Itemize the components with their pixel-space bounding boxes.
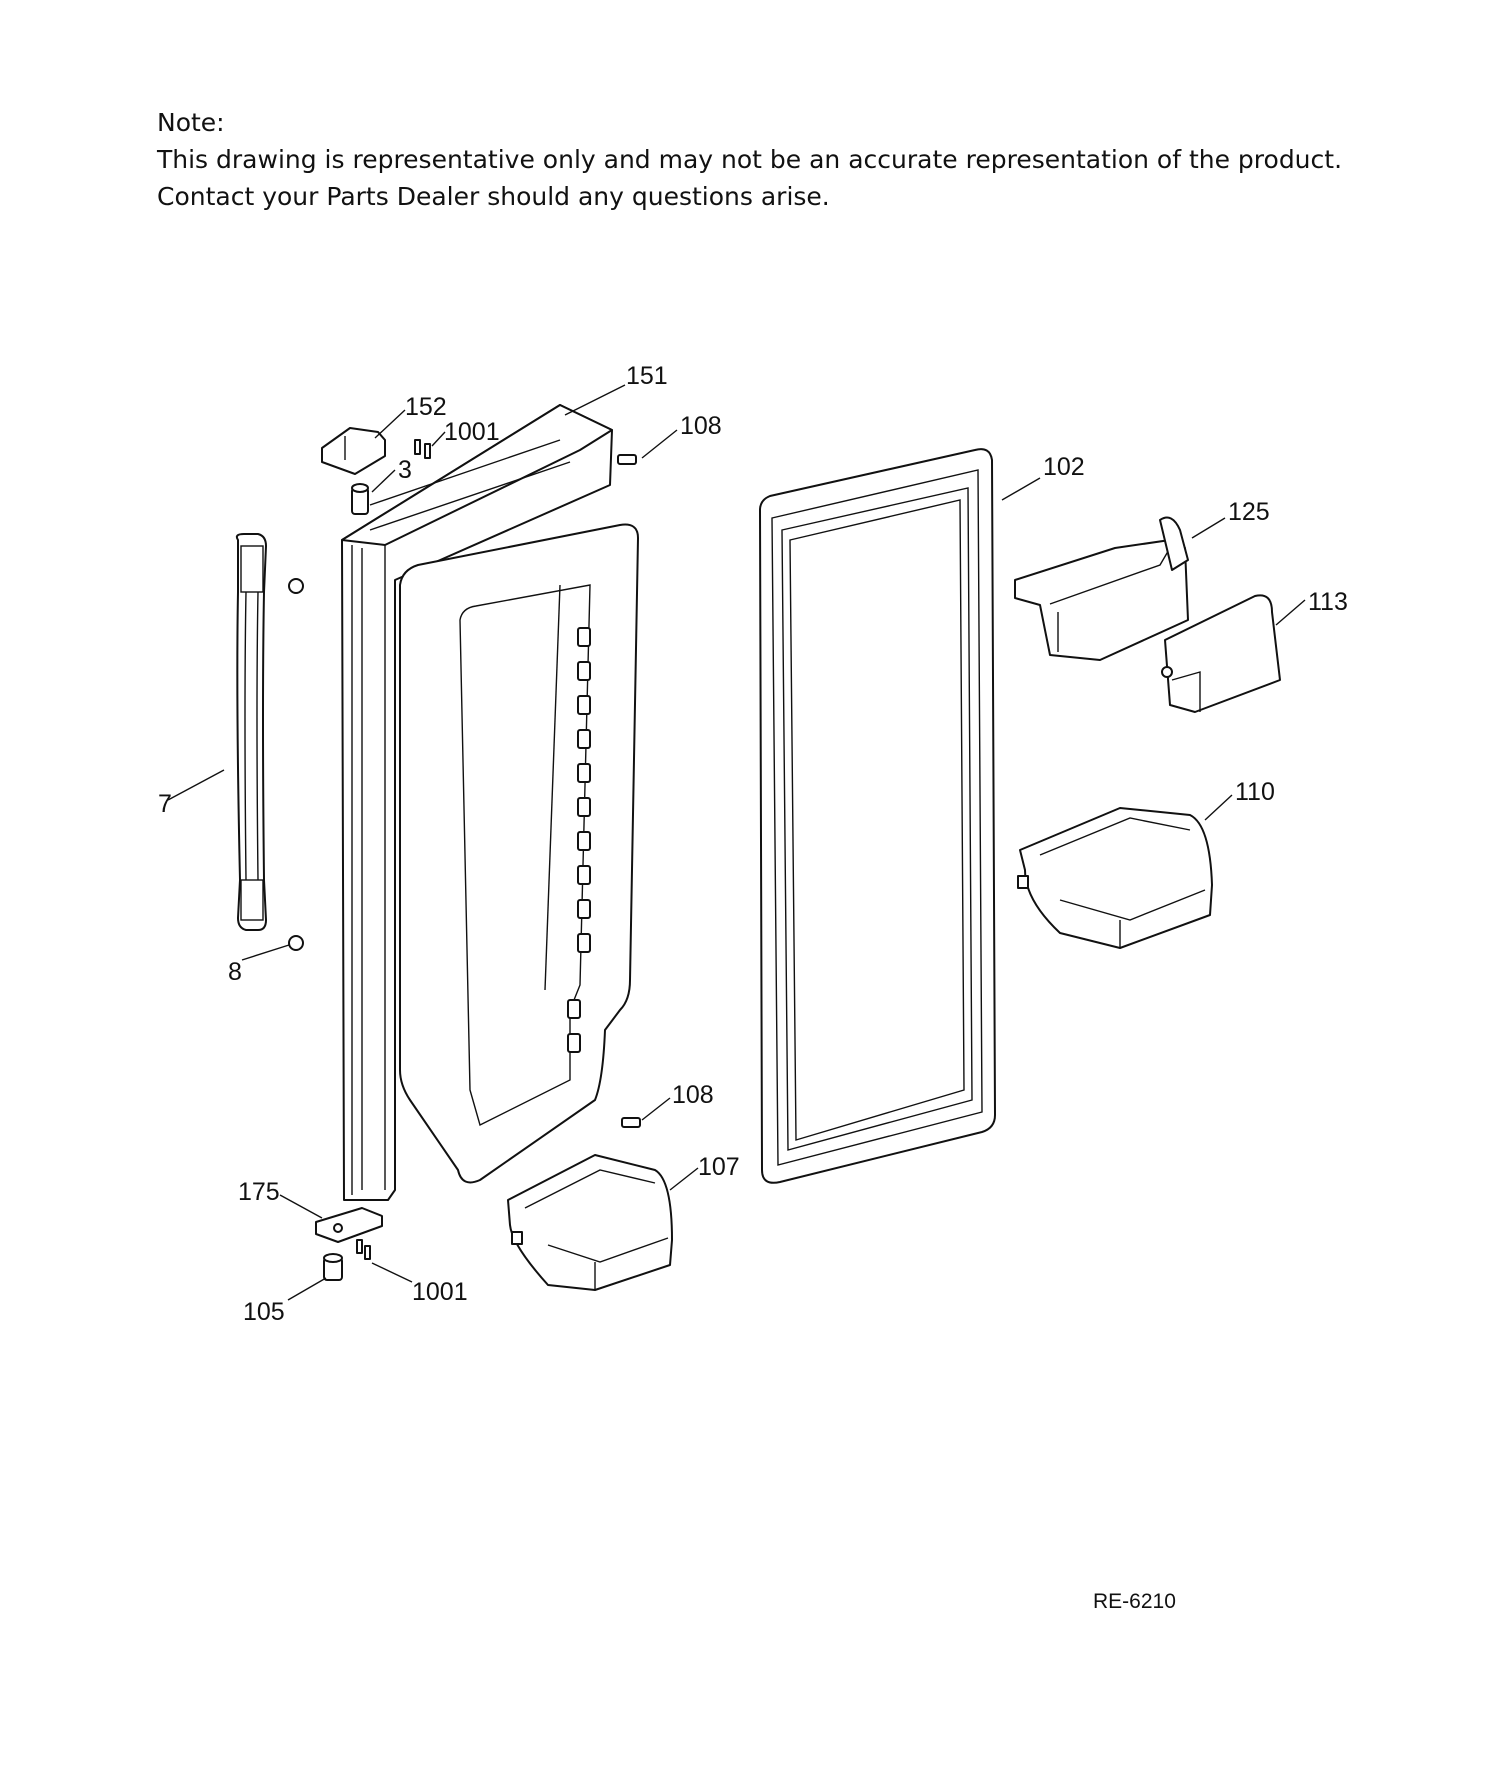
callout-125: 125 <box>1228 498 1270 526</box>
callout-110: 110 <box>1235 778 1275 806</box>
hinge-plate-part <box>315 1207 383 1243</box>
callout-105: 105 <box>243 1298 285 1326</box>
bottom-screw-part <box>356 1239 371 1260</box>
diagram-reference-code: RE-6210 <box>1093 1590 1176 1613</box>
callout-113: 113 <box>1308 588 1348 616</box>
note-line-1: This drawing is representative only and … <box>157 145 1343 174</box>
door-bin-107-part <box>507 1154 673 1291</box>
shelf-clip-rack <box>567 627 591 1053</box>
callout-107: 107 <box>698 1153 740 1181</box>
callout-1001-top: 1001 <box>444 418 500 446</box>
callout-152: 152 <box>405 393 447 421</box>
door-bin-110-part <box>1017 807 1213 949</box>
hinge-cover-part <box>321 427 386 475</box>
door-bin-125-part <box>1014 516 1189 661</box>
bin-cover-113-part <box>1161 594 1281 713</box>
callout-3: 3 <box>398 456 412 484</box>
callout-102: 102 <box>1043 453 1085 481</box>
hinge-pin-part <box>323 1253 343 1281</box>
screw-part <box>288 578 304 951</box>
callout-175: 175 <box>238 1178 280 1206</box>
callout-151: 151 <box>626 362 668 390</box>
callout-108-top: 108 <box>680 412 722 440</box>
door-handle-part <box>235 533 267 931</box>
bushing-part <box>351 483 369 515</box>
door-stop-bottom-part <box>621 1117 641 1128</box>
door-assembly-part <box>341 404 639 1201</box>
callout-7: 7 <box>158 790 172 818</box>
top-screw-part <box>414 439 431 459</box>
callout-108-bottom: 108 <box>672 1081 714 1109</box>
disclaimer-note: Note: This drawing is representative onl… <box>157 104 1437 215</box>
note-line-2: Contact your Parts Dealer should any que… <box>157 182 830 211</box>
door-gasket-part <box>759 448 996 1184</box>
door-stop-top-part <box>617 454 637 465</box>
callout-1001-bottom: 1001 <box>412 1278 468 1306</box>
note-heading: Note: <box>157 108 225 137</box>
callout-leaders <box>167 384 1306 1301</box>
callout-8: 8 <box>228 958 242 986</box>
